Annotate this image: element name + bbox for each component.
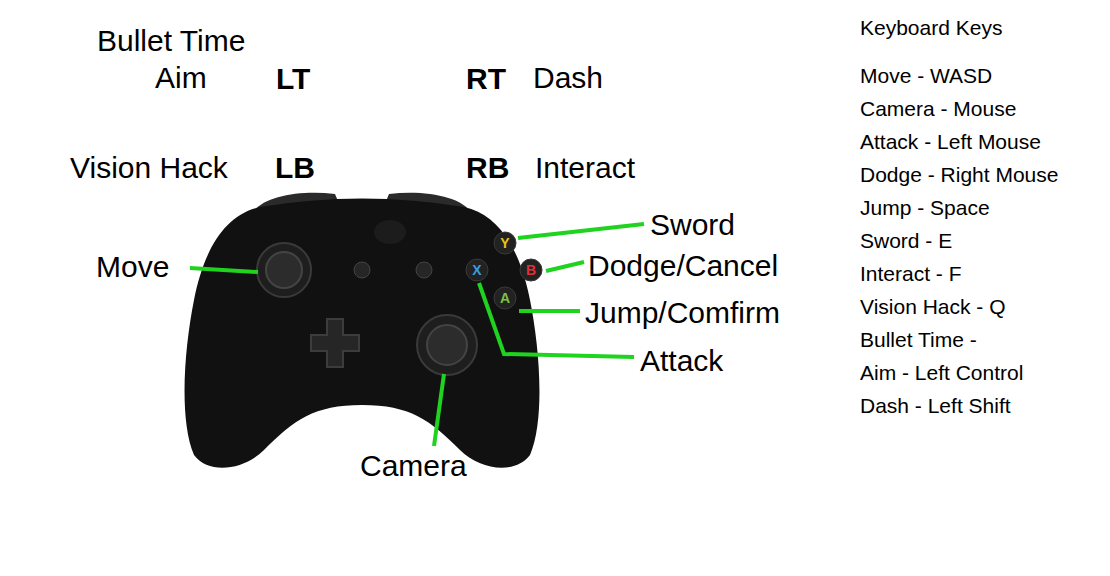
- right-stick: [427, 325, 467, 365]
- control-caption: Dodge/Cancel: [588, 251, 778, 281]
- leader-line: [434, 374, 444, 446]
- trigger-caption: Aim: [155, 63, 207, 93]
- button-name: RB: [466, 153, 509, 183]
- leader-line: [546, 262, 584, 271]
- key-binding: Jump - Space: [860, 197, 990, 218]
- trigger-caption: Bullet Time: [97, 26, 245, 56]
- leader-line: [518, 224, 644, 238]
- bumper-caption: Interact: [535, 153, 635, 183]
- control-caption: Camera: [360, 451, 467, 481]
- x-button: [466, 259, 488, 281]
- key-binding: Move - WASD: [860, 65, 992, 86]
- key-binding: Attack - Left Mouse: [860, 131, 1041, 152]
- a-button: [494, 287, 516, 309]
- control-caption: Attack: [640, 346, 723, 376]
- control-caption: Move: [96, 252, 169, 282]
- d-pad: [311, 319, 359, 367]
- leader-line: [190, 268, 258, 272]
- key-binding: Bullet Time -: [860, 329, 977, 350]
- right-stick-ring: [417, 315, 477, 375]
- button-name: LT: [276, 64, 310, 94]
- y-button: [494, 232, 516, 254]
- left-stick: [266, 252, 302, 288]
- button-name: LB: [275, 153, 315, 183]
- b-button: [520, 259, 542, 281]
- control-caption: Jump/Comfirm: [585, 298, 780, 328]
- button-letter: X: [472, 263, 481, 277]
- button-letter: Y: [500, 236, 509, 250]
- bumper-caption: Vision Hack: [70, 153, 228, 183]
- xbox-logo: [374, 220, 406, 244]
- left-stick-ring: [257, 243, 311, 297]
- key-binding: Vision Hack - Q: [860, 296, 1006, 317]
- key-binding: Aim - Left Control: [860, 362, 1023, 383]
- button-letter: B: [526, 263, 536, 277]
- trigger-caption: Dash: [533, 63, 603, 93]
- key-binding: Camera - Mouse: [860, 98, 1016, 119]
- key-binding: Sword - E: [860, 230, 952, 251]
- leader-line: [519, 309, 580, 313]
- key-binding: Interact - F: [860, 263, 962, 284]
- view-button: [354, 262, 370, 278]
- controller-body: [185, 199, 540, 468]
- keyboard-heading: Keyboard Keys: [860, 17, 1002, 38]
- control-caption: Sword: [650, 210, 735, 240]
- menu-button: [416, 262, 432, 278]
- key-binding: Dodge - Right Mouse: [860, 164, 1058, 185]
- button-letter: A: [500, 291, 510, 305]
- key-binding: Dash - Left Shift: [860, 395, 1011, 416]
- button-name: RT: [466, 64, 506, 94]
